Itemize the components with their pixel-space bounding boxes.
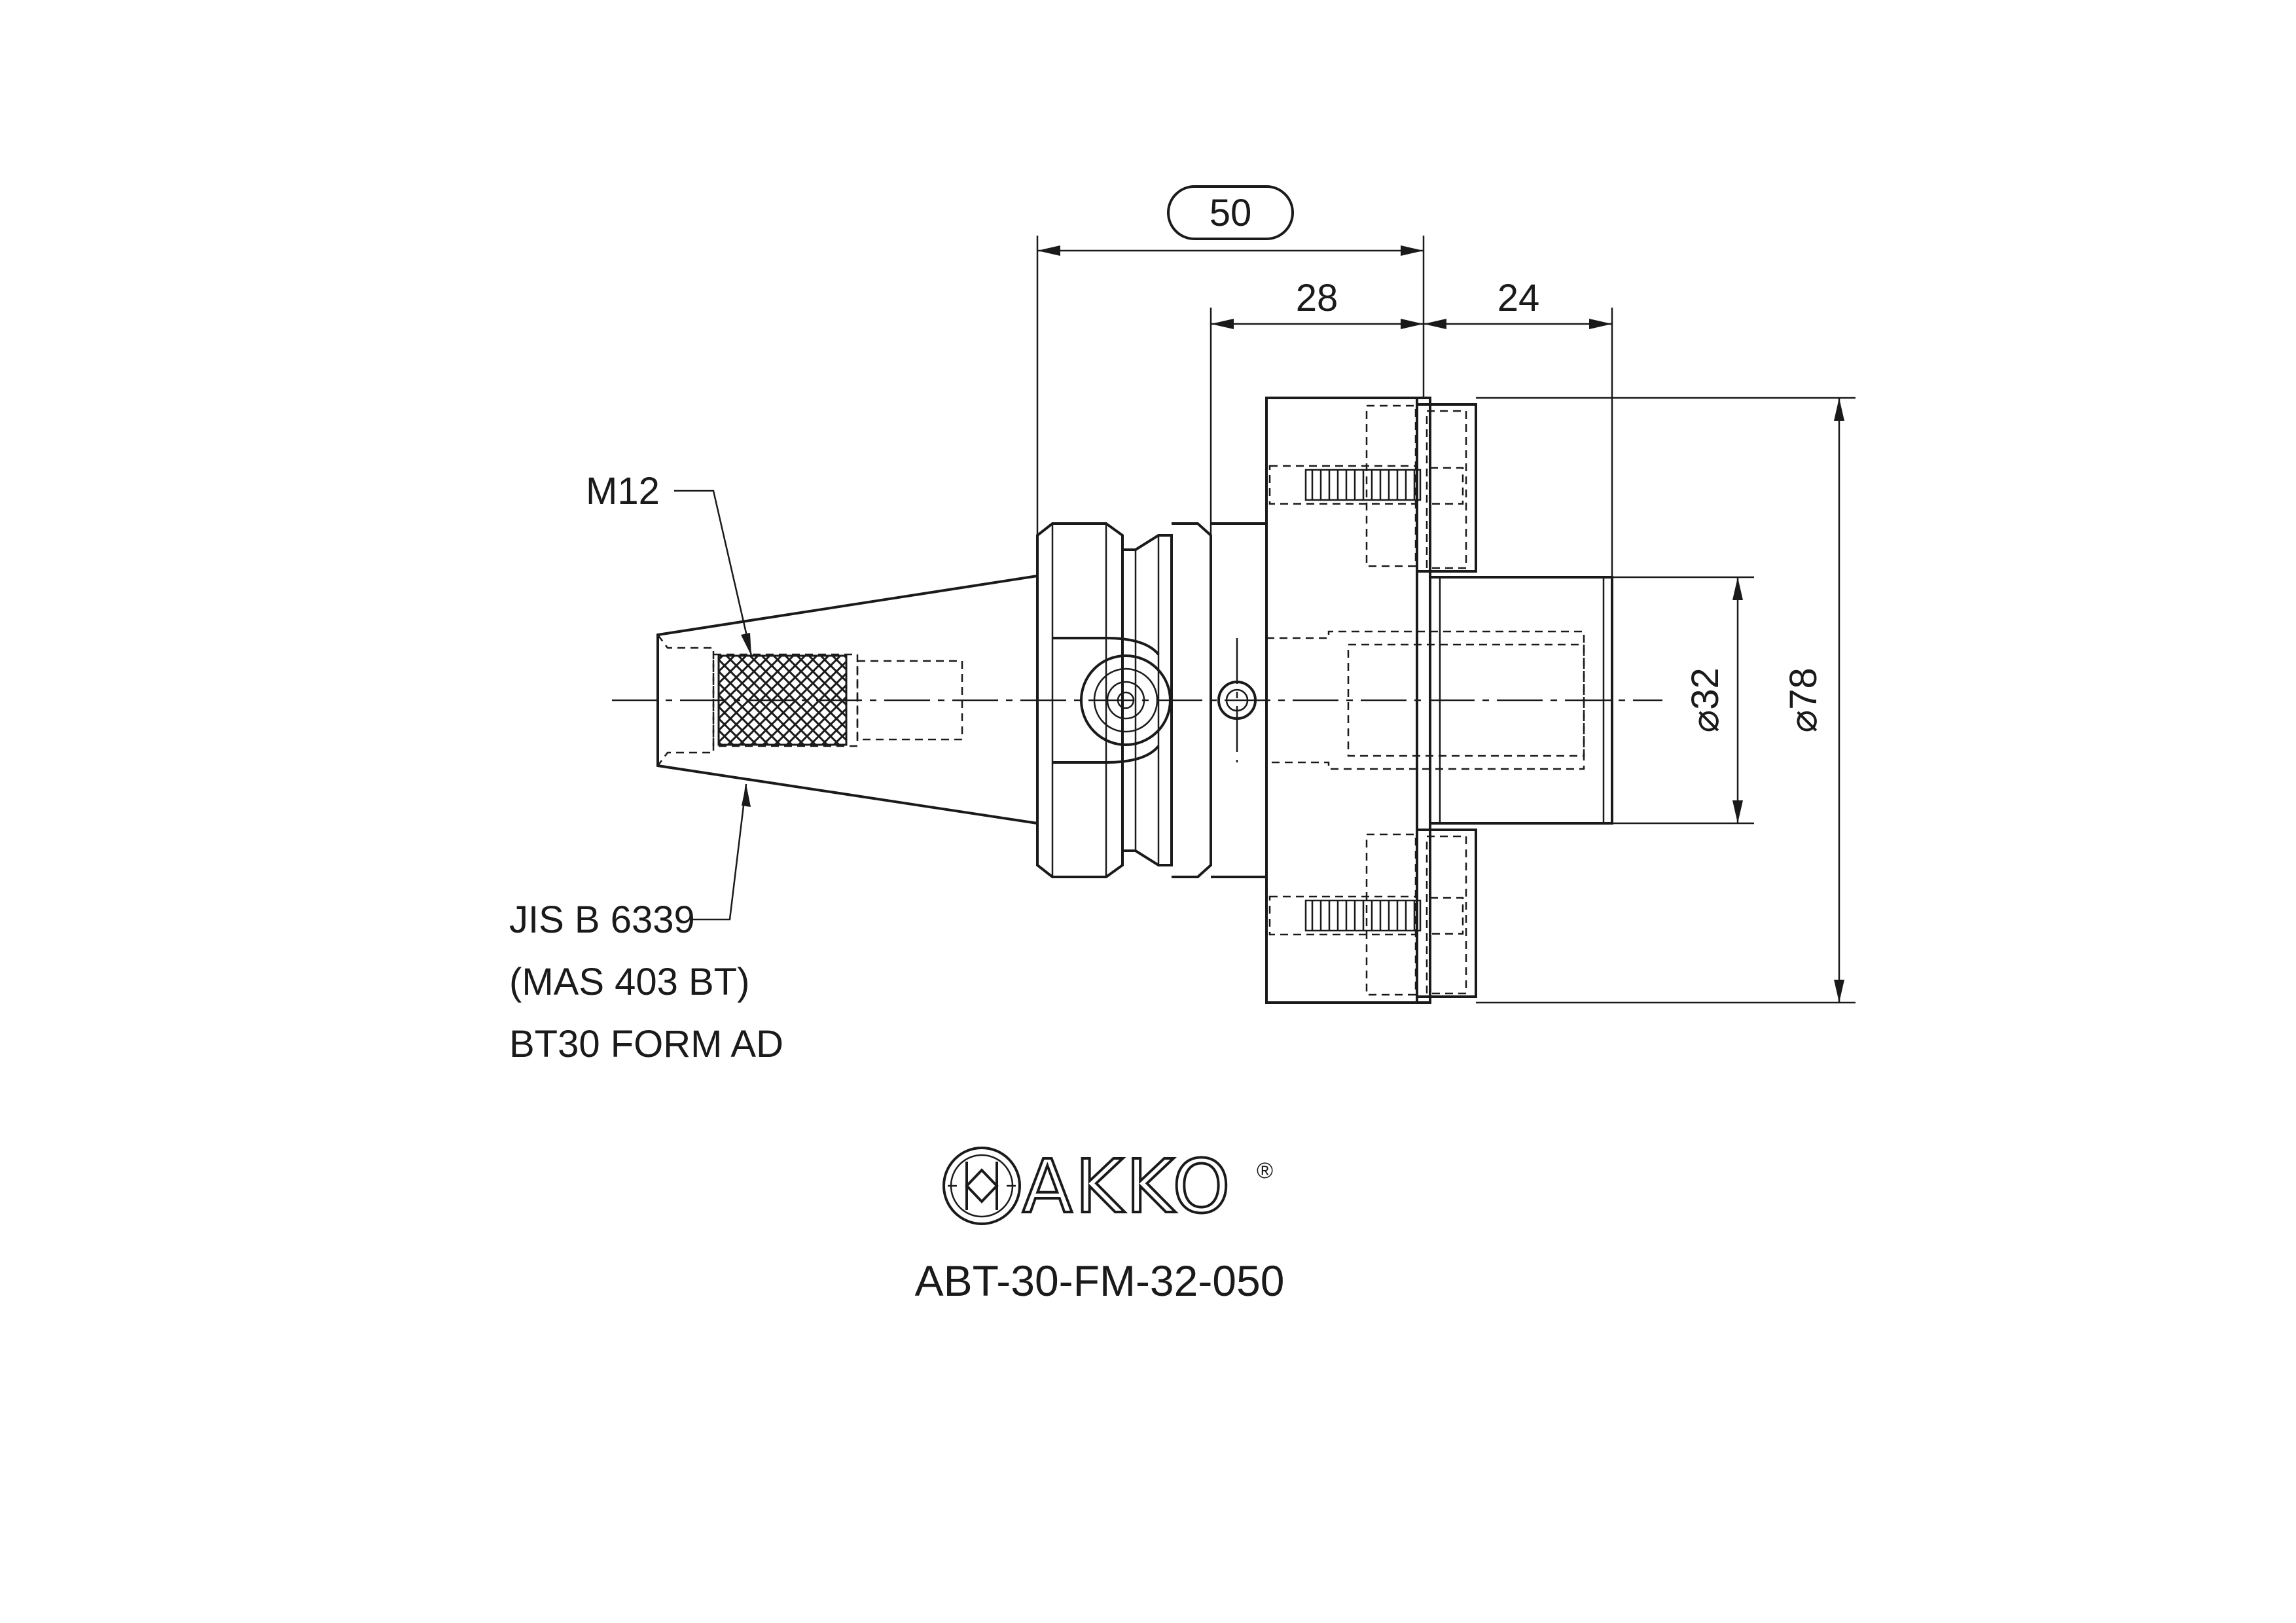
dimension-d78: ⌀78 — [1476, 397, 1856, 1004]
dim-50-label: 50 — [1210, 192, 1252, 234]
standard-line-3: BT30 FORM AD — [509, 1023, 783, 1065]
arbor-pilot — [1266, 576, 1613, 825]
flange-body — [1265, 397, 1477, 1004]
dim-24-label: 24 — [1498, 277, 1540, 319]
dim-d32-label: ⌀32 — [1684, 668, 1727, 732]
dimension-24: 24 — [1424, 277, 1613, 577]
callout-m12: M12 — [586, 470, 753, 656]
standard-line-2: (MAS 403 BT) — [509, 961, 749, 1003]
m12-thread-hatch — [717, 654, 848, 746]
akko-wordmark: AKKO — [1022, 1145, 1233, 1230]
standard-line-1: JIS B 6339 — [509, 899, 695, 941]
dimension-50: 50 — [1036, 185, 1425, 576]
registered-mark: ® — [1257, 1158, 1273, 1183]
dim-d78-label: ⌀78 — [1782, 668, 1825, 732]
akko-emblem-icon — [942, 1147, 1021, 1225]
v-flange — [1036, 522, 1257, 878]
dimension-28: 28 — [1210, 277, 1424, 535]
callout-standard: JIS B 6339 (MAS 403 BT) BT30 FORM AD — [509, 783, 783, 1065]
akko-logo: AKKO ® — [942, 1143, 1273, 1231]
dimension-d32: ⌀32 — [1612, 576, 1754, 825]
part-number: ABT-30-FM-32-050 — [915, 1257, 1285, 1305]
callout-m12-label: M12 — [586, 470, 660, 512]
dim-28-label: 28 — [1296, 277, 1338, 319]
